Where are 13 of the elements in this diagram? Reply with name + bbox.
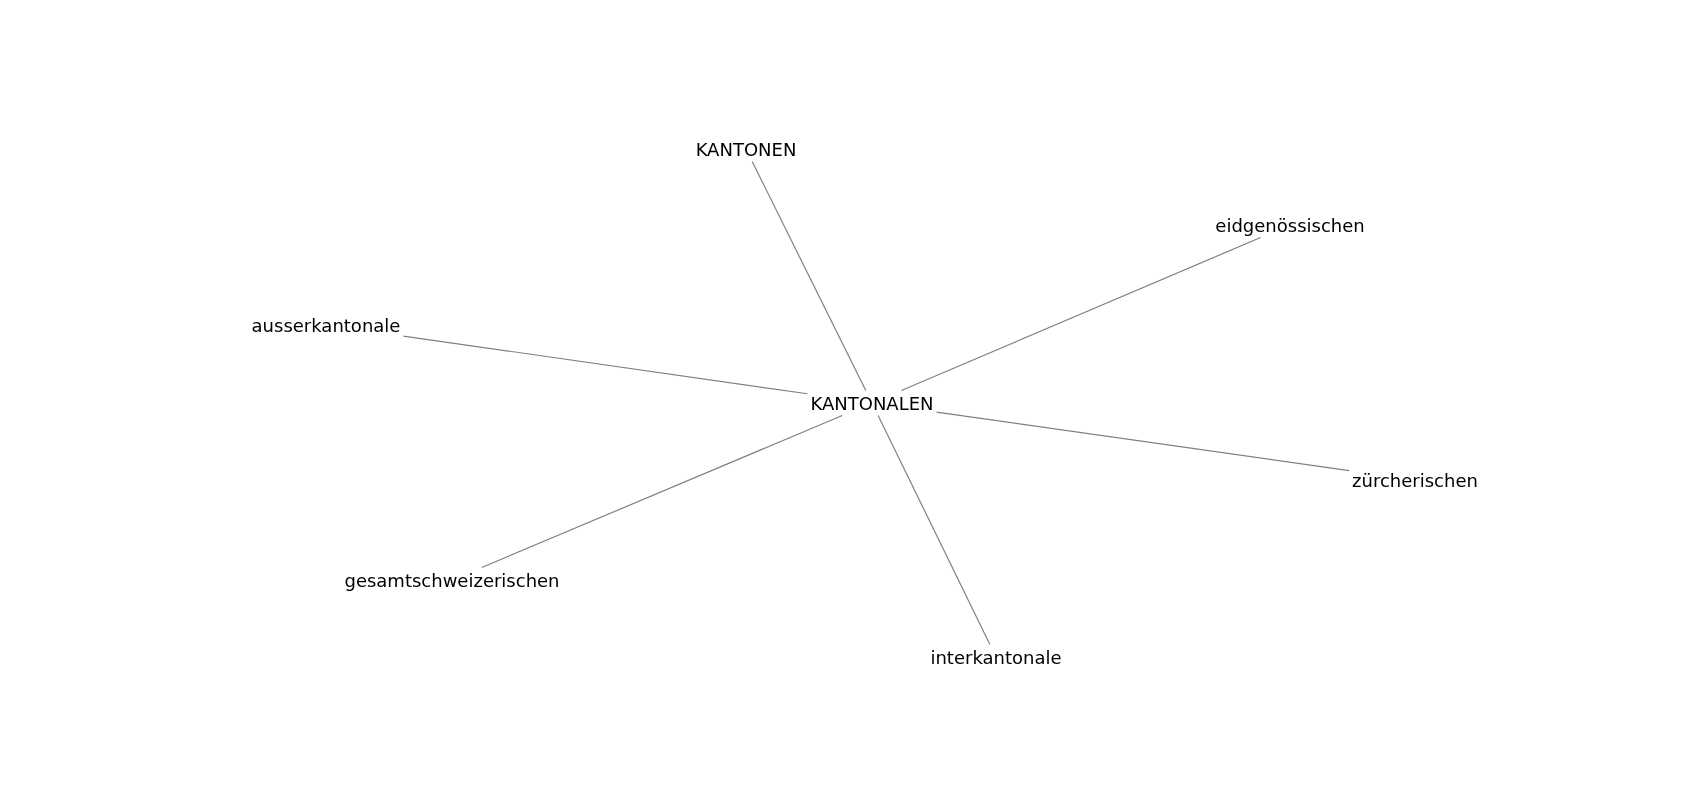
node-label: KANTONEN: [692, 136, 800, 162]
connector-line: [877, 414, 991, 646]
node-label: zürcherischen: [1349, 467, 1481, 493]
node-label: gesamtschweizerischen: [341, 567, 563, 593]
connector-line: [402, 335, 809, 395]
connector-line: [481, 414, 843, 569]
node-label: interkantonale: [927, 644, 1065, 670]
connector-line: [935, 411, 1350, 472]
node-label: ausserkantonale: [248, 312, 404, 338]
node-label: eidgenössischen: [1212, 212, 1368, 238]
connector-line: [900, 236, 1262, 392]
node-label: KANTONALEN: [807, 390, 937, 416]
connector-line: [751, 160, 867, 392]
